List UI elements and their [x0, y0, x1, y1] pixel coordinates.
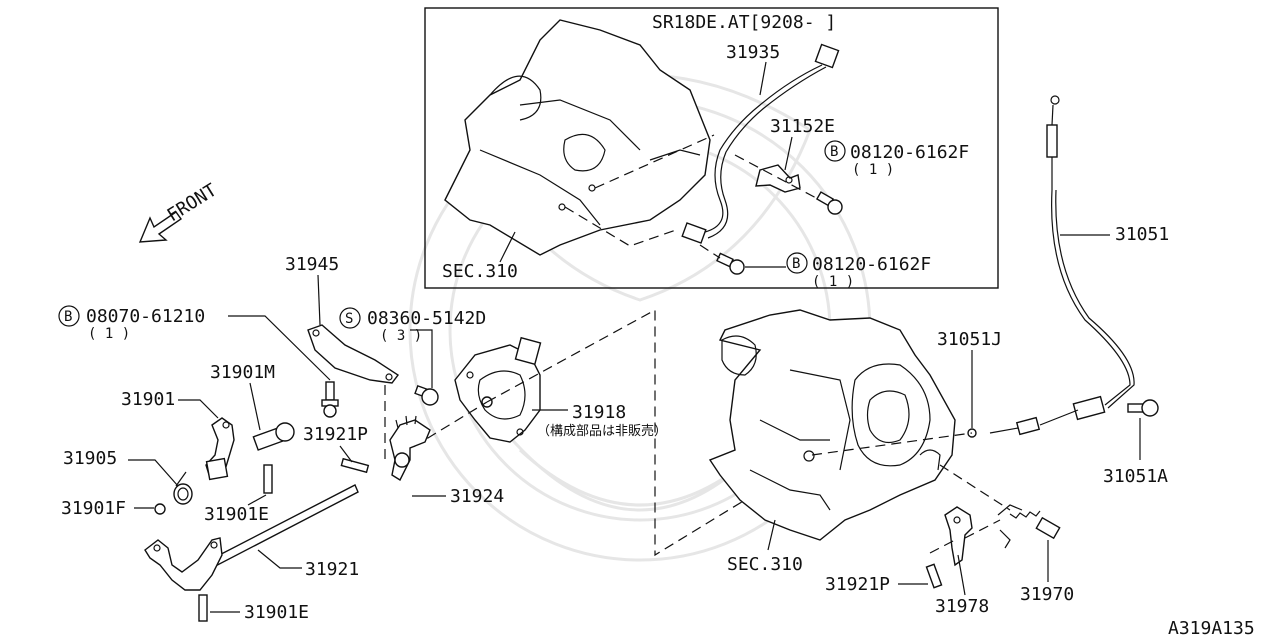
- front-arrow-icon: [138, 211, 182, 243]
- label-08120-6162F-bottom: 08120-6162F: [812, 254, 931, 275]
- bolt-symbol-circle-bottom: [786, 252, 808, 274]
- bolt-symbol-08070: B: [64, 309, 72, 325]
- label-31901F: 31901F: [61, 498, 126, 519]
- label-31921P-a: 31921P: [303, 424, 368, 445]
- label-31935: 31935: [726, 42, 780, 63]
- bolt-08120-bottom: [716, 252, 745, 275]
- label-31978: 31978: [935, 596, 989, 617]
- label-08070-61210-qty: ( 1 ): [88, 326, 130, 342]
- label-sec310-top: SEC.310: [442, 261, 518, 282]
- transmission-housing-top: [444, 19, 711, 256]
- label-31051A: 31051A: [1103, 466, 1168, 487]
- part-31901E-pin-b: [198, 594, 208, 622]
- bolt-symbol-top: B: [830, 144, 838, 160]
- diagram-id: A319A135: [1168, 618, 1255, 638]
- bolt-08070: [321, 381, 339, 418]
- label-08360-5142D: 08360-5142D: [367, 308, 486, 329]
- label-sec310-bottom: SEC.310: [727, 554, 803, 575]
- label-31152E: 31152E: [770, 116, 835, 137]
- bolt-symbol-circle-08070: [58, 305, 80, 327]
- label-31924: 31924: [450, 486, 504, 507]
- part-31921P-pin-b: [925, 563, 943, 589]
- label-08360-5142D-qty: ( 3 ): [380, 328, 422, 344]
- label-08120-6162F-top: 08120-6162F: [850, 142, 969, 163]
- transmission-housing-main: [708, 309, 956, 541]
- label-31921P-b: 31921P: [825, 574, 890, 595]
- label-31921: 31921: [305, 559, 359, 580]
- part-31905-spring: [173, 471, 193, 505]
- part-31901F-washer: [154, 503, 166, 515]
- label-31945: 31945: [285, 254, 339, 275]
- label-31901E-b: 31901E: [244, 602, 309, 623]
- label-08120-6162F-bottom-qty: ( 1 ): [812, 274, 854, 290]
- label-31901M: 31901M: [210, 362, 275, 383]
- part-31051-cable: [989, 95, 1135, 436]
- screw-08360: [414, 384, 439, 406]
- label-08070-61210: 08070-61210: [86, 306, 205, 327]
- label-31051J: 31051J: [937, 329, 1002, 350]
- label-08120-6162F-top-qty: ( 1 ): [852, 162, 894, 178]
- label-31918-note: （構成部品は非販売）: [537, 423, 667, 439]
- bolt-08120-top: [815, 191, 843, 215]
- label-31051: 31051: [1115, 224, 1169, 245]
- part-31921-shaft: [144, 484, 359, 591]
- label-31905: 31905: [63, 448, 117, 469]
- label-31918: 31918: [572, 402, 626, 423]
- label-31901: 31901: [121, 389, 175, 410]
- part-31901E-pin-a: [263, 464, 273, 494]
- part-31901M-bolt: [252, 422, 295, 451]
- part-31924-sector: [389, 415, 431, 482]
- bolt-symbol-bottom: B: [792, 256, 800, 272]
- label-31901E-a: 31901E: [204, 504, 269, 525]
- screw-symbol: S: [345, 311, 353, 327]
- part-31935-sensor: [681, 43, 840, 244]
- part-31918-switch: [454, 336, 542, 443]
- label-front: FRONT: [164, 180, 221, 227]
- part-31978-lever: [944, 506, 973, 567]
- part-31970-spring: [997, 504, 1061, 549]
- screw-symbol-circle: [339, 307, 361, 329]
- part-31051A-bolt: [1127, 399, 1159, 417]
- inset-frame: [424, 7, 999, 289]
- part-31901-lever: [205, 417, 235, 481]
- label-31970: 31970: [1020, 584, 1074, 605]
- part-31945-bracket: [307, 324, 400, 384]
- bolt-symbol-circle-top: [824, 140, 846, 162]
- inset-title: SR18DE.AT[9208- ]: [652, 12, 836, 33]
- part-31921P-pin-a: [340, 457, 370, 474]
